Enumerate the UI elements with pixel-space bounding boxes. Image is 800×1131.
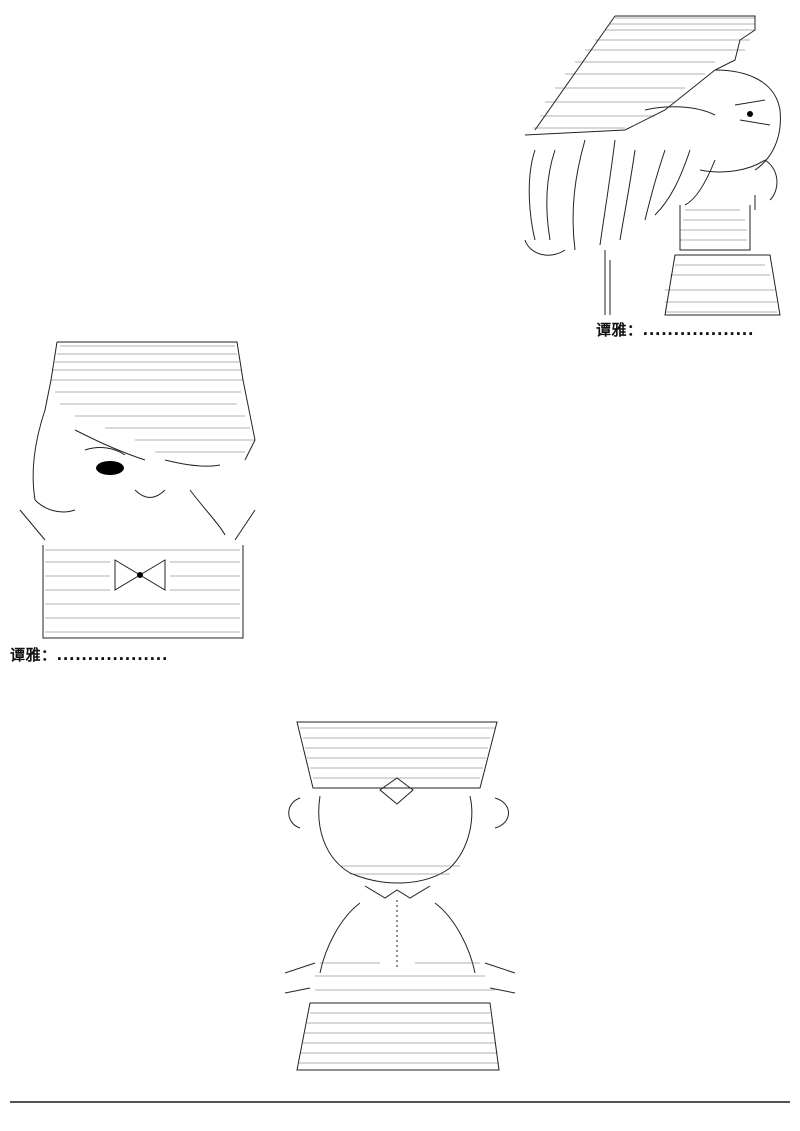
- page-divider: [10, 1101, 790, 1103]
- figure-caption-1: 谭雅：..................: [596, 321, 755, 339]
- figure-caption-2: 谭雅：..................: [10, 646, 169, 664]
- ascii-art-figure-bottom-center: [285, 718, 515, 1078]
- ascii-art-figure-middle-left: [15, 340, 265, 640]
- ascii-art-figure-top-right: [515, 10, 795, 320]
